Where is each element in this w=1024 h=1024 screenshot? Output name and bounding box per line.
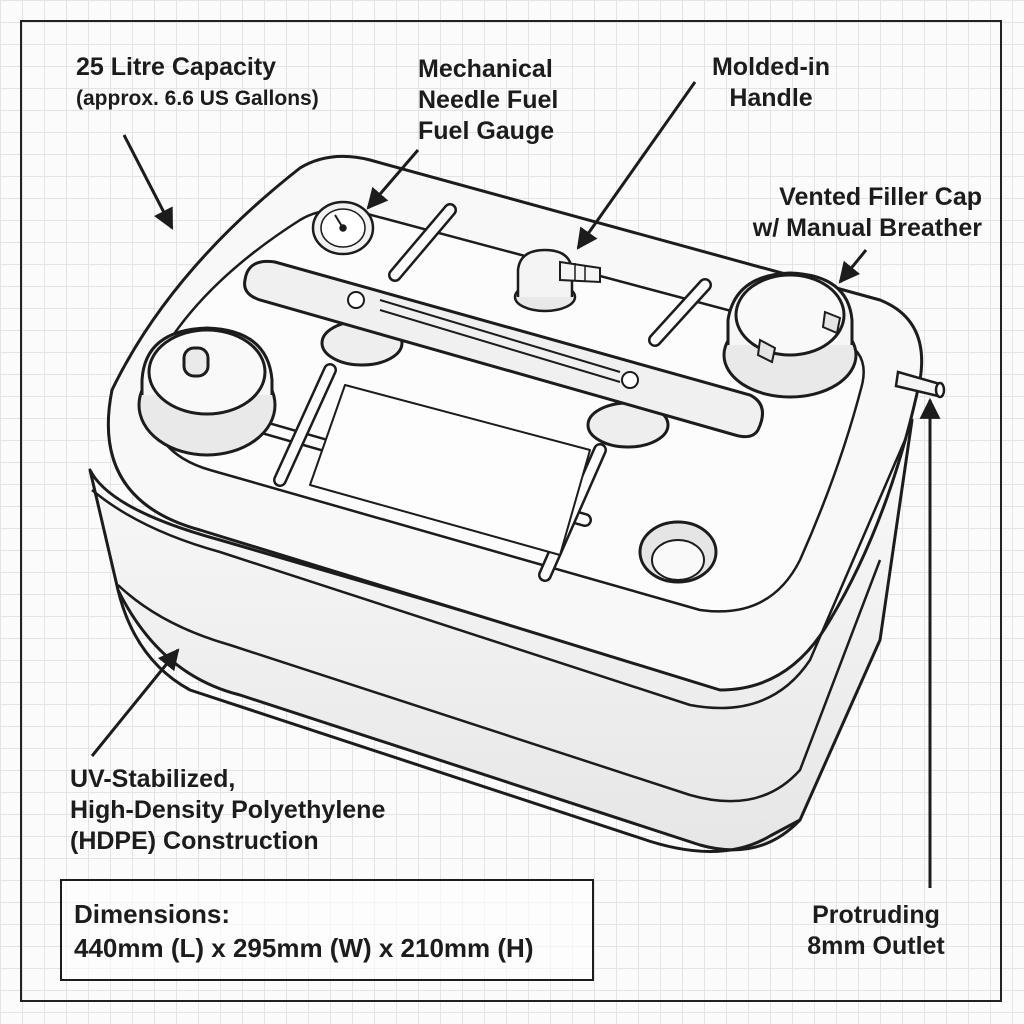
arrow-handle: [576, 81, 697, 250]
leader-arrows: [90, 81, 941, 888]
tank-body: [88, 154, 924, 853]
dimensions-values: 440mm (L) x 295mm (W) x 210mm (H): [74, 933, 534, 963]
capacity-gallons-label: (approx. 6.6 US Gallons): [76, 87, 319, 110]
gauge-label-line2: Needle Fuel: [418, 86, 559, 114]
left-cap-icon: [137, 326, 277, 457]
handle-label-line1: Molded-in: [711, 53, 831, 81]
dimensions-box: Dimensions: 440mm (L) x 295mm (W) x 210m…: [60, 879, 594, 981]
side-outlet-icon: [894, 370, 946, 399]
callout-material: UV-Stabilized, High-Density Polyethylene…: [70, 764, 385, 857]
material-label-line1: UV-Stabilized,: [70, 765, 236, 793]
dimensions-title: Dimensions:: [74, 899, 231, 929]
gauge-label-line1: Mechanical: [418, 55, 553, 83]
tank-seam-lower: [117, 559, 882, 803]
capacity-label: 25 Litre Capacity: [76, 53, 277, 81]
top-recessed-rectangle: [309, 384, 591, 556]
arrow-capacity: [122, 134, 174, 230]
filler-cap-label-line2: w/ Manual Breather: [752, 214, 982, 242]
vent-nozzle-icon: [513, 248, 601, 313]
vented-filler-cap-icon: [722, 271, 858, 399]
callout-capacity: 25 Litre Capacity (approx. 6.6 US Gallon…: [76, 52, 319, 114]
arrow-material: [90, 648, 180, 757]
tank-lower-front: [116, 589, 801, 853]
arrow-gauge: [366, 149, 420, 210]
filler-cap-label-line1: Vented Filler Cap: [779, 183, 982, 211]
callout-filler-cap: Vented Filler Cap w/ Manual Breather: [740, 182, 982, 244]
callout-outlet: Protruding 8mm Outlet: [792, 900, 960, 962]
outlet-label-line2: 8mm Outlet: [807, 932, 945, 960]
material-label-line3: (HDPE) Construction: [70, 827, 319, 855]
fuel-gauge-icon: [311, 200, 375, 256]
material-label-line2: High-Density Polyethylene: [70, 796, 386, 824]
outlet-label-line1: Protruding: [812, 901, 940, 929]
handle-label-line2: Handle: [729, 84, 813, 112]
recessed-socket-icon: [638, 520, 718, 584]
gauge-label-line3: Fuel Gauge: [418, 117, 555, 145]
carry-handle-icon: [243, 259, 764, 449]
tank-seam-upper: [91, 439, 907, 710]
callout-handle: Molded-in Handle: [700, 52, 842, 114]
arrow-filler-cap: [838, 249, 868, 284]
callout-fuel-gauge: Mechanical Needle Fuel Fuel Gauge: [418, 54, 558, 147]
